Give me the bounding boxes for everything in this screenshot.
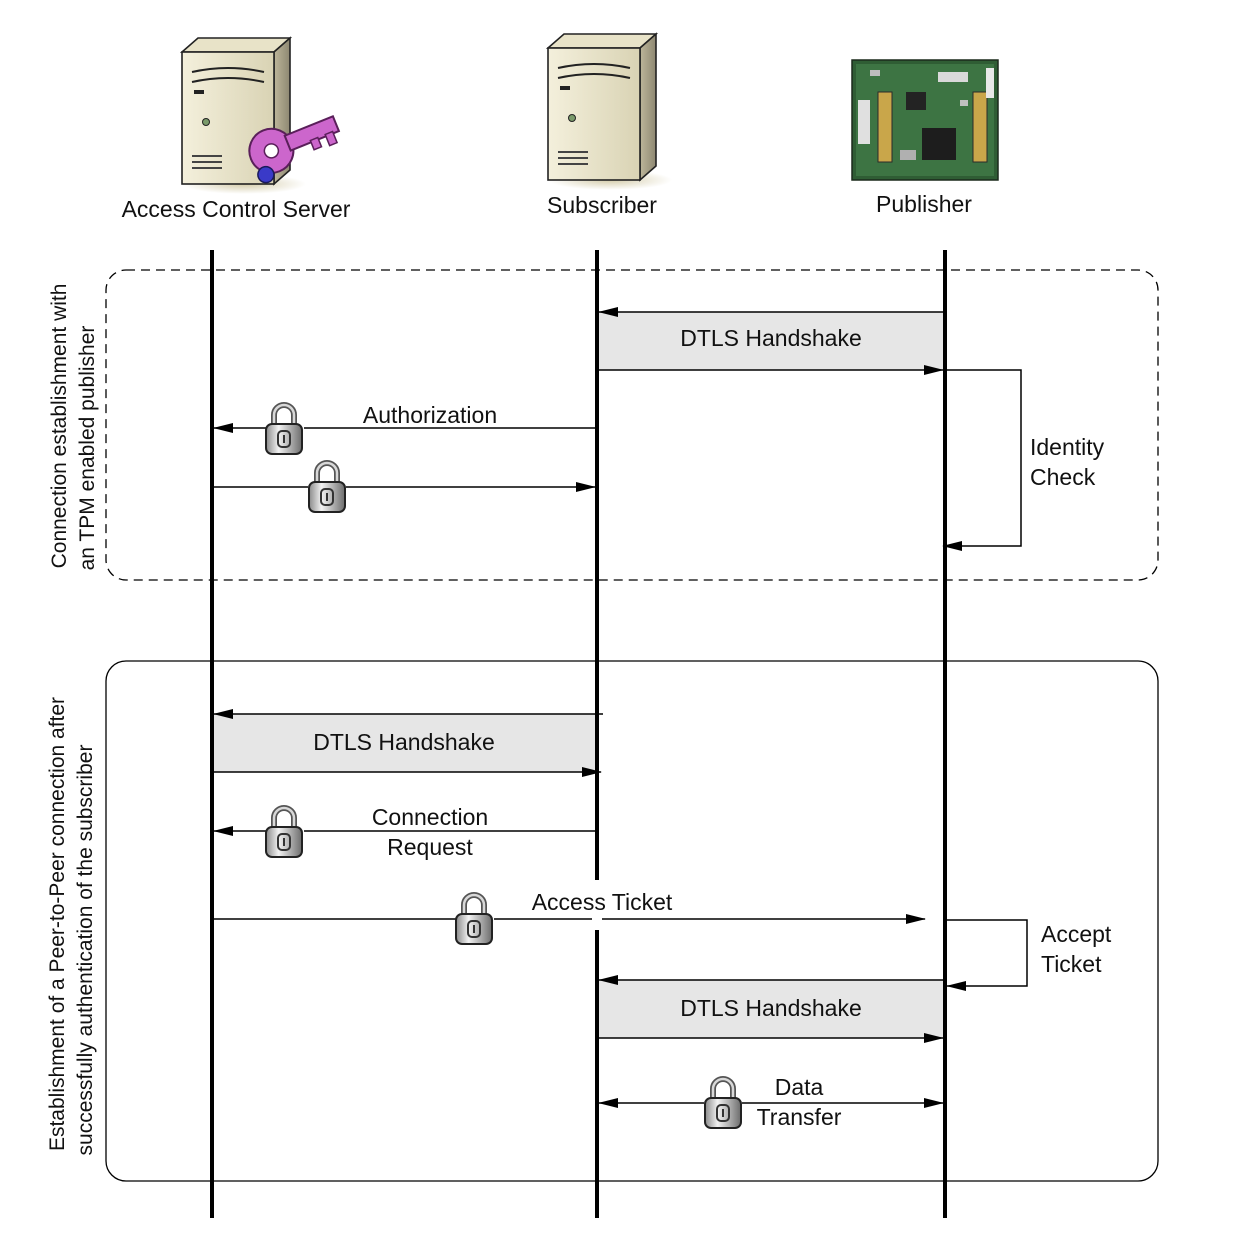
- accept-ticket-label-line2: Ticket: [1041, 951, 1102, 977]
- subscriber-server-icon: [547, 33, 673, 191]
- data-transfer-label-line2: Transfer: [757, 1104, 842, 1130]
- access-ticket-label: Access Ticket: [532, 889, 673, 915]
- tpm-group-box: [105, 269, 1159, 581]
- p2p-group-box: [105, 660, 1159, 1182]
- subscriber-label: Subscriber: [547, 192, 657, 218]
- dtls-handshake-label-3: DTLS Handshake: [680, 995, 862, 1021]
- tpm-group-label-line1: Connection establishment with: [48, 284, 71, 569]
- identity-check-loop: [942, 369, 1022, 551]
- p2p-group-label-line1: Establishment of a Peer-to-Peer connecti…: [46, 697, 69, 1151]
- p2p-group-label-line2: successfully authentication of the subsc…: [74, 745, 97, 1156]
- connection-request-label-line1: Connection: [372, 804, 488, 830]
- identity-check-label-line1: Identity: [1030, 434, 1105, 460]
- data-transfer-label-line1: Data: [775, 1074, 824, 1100]
- dtls-handshake-label-2: DTLS Handshake: [313, 729, 495, 755]
- connection-request-label-line2: Request: [387, 834, 473, 860]
- label-gap: [592, 880, 602, 930]
- dtls-handshake-area-1: [597, 312, 945, 370]
- access-control-server-icon: [181, 37, 307, 195]
- identity-check-label-line2: Check: [1030, 464, 1096, 490]
- access-control-server-label: Access Control Server: [122, 196, 351, 222]
- publisher-label: Publisher: [876, 191, 972, 217]
- label-gap: [748, 1108, 848, 1128]
- authorization-label: Authorization: [363, 402, 497, 428]
- dtls-handshake-area-3: [597, 980, 945, 1038]
- dtls-handshake-area-2: [212, 714, 597, 772]
- key-icon: [248, 114, 341, 184]
- dtls-handshake-label-1: DTLS Handshake: [680, 325, 862, 351]
- label-gap: [748, 1085, 848, 1095]
- accept-ticket-label-line1: Accept: [1041, 921, 1112, 947]
- tpm-group-label-line2: an TPM enabled publisher: [76, 326, 99, 571]
- accept-ticket-loop: [946, 919, 1028, 991]
- circuit-board-icon: [851, 59, 999, 181]
